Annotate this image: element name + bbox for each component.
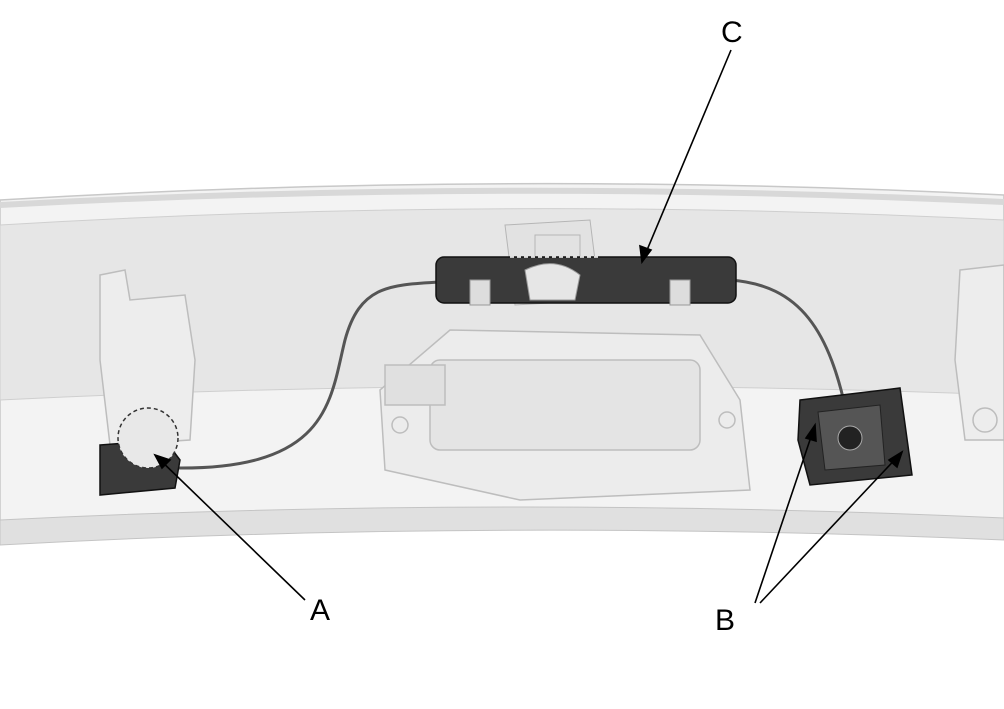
right-bracket: [954, 264, 1004, 441]
callout-label-a: A: [310, 594, 331, 627]
left-bracket: [99, 269, 196, 446]
callout-label-c: C: [721, 16, 743, 49]
center-module: [379, 329, 751, 501]
cable: [174, 278, 850, 470]
connector-b: [797, 387, 913, 486]
leader-lines: [153, 49, 904, 604]
noise-filter: [435, 256, 737, 306]
connector-a: [99, 407, 181, 496]
callout-label-b: B: [715, 604, 736, 637]
